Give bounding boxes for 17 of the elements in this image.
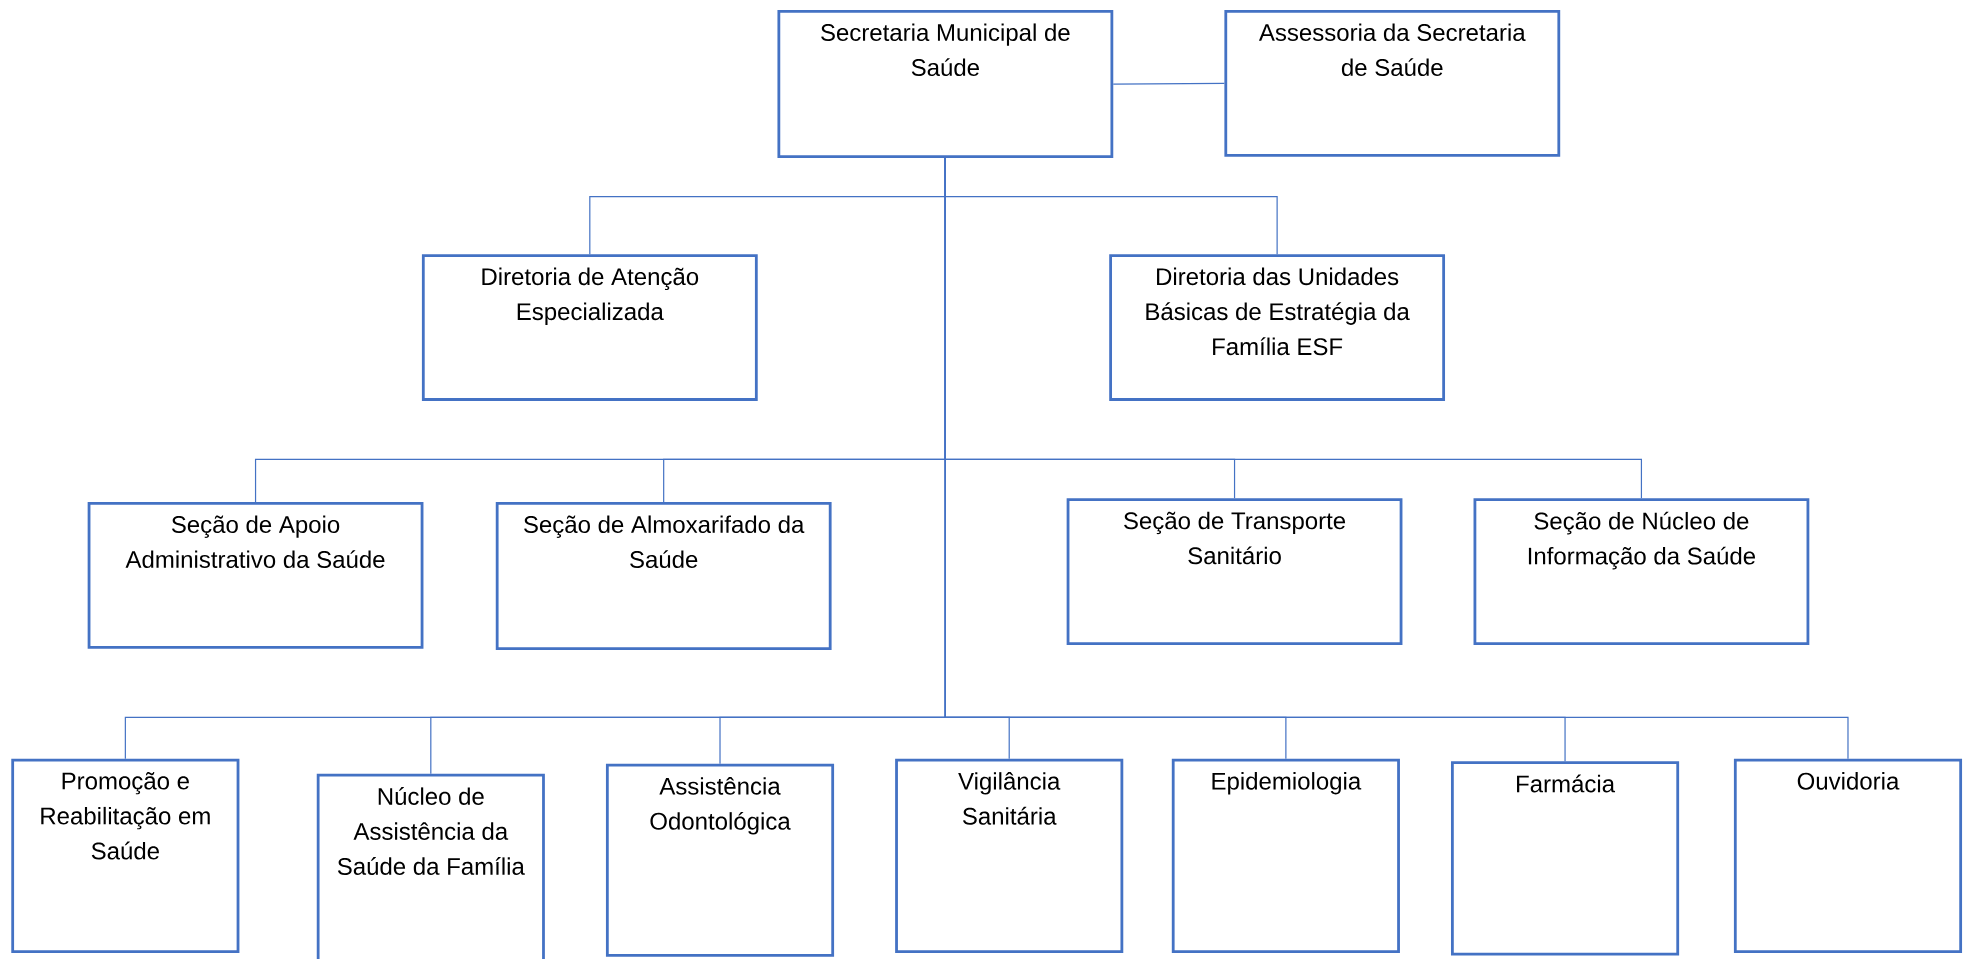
org-box: Assessoria da Secretaria de Saúde (1224, 10, 1561, 157)
org-box: Epidemiologia (1171, 758, 1400, 953)
org-box: Diretoria de Atenção Especializada (421, 254, 758, 401)
org-box: Seção de Almoxarifado da Saúde (495, 502, 832, 651)
connector-line (944, 157, 1849, 760)
org-box: Núcleo de Assistência da Saúde da Família (316, 773, 545, 959)
org-box: Seção de Núcleo de Informação da Saúde (1473, 498, 1810, 646)
org-box: Farmácia (1451, 761, 1680, 956)
org-box: Assistência Odontológica (605, 763, 835, 957)
org-box: Secretaria Municipal de Saúde (777, 10, 1114, 159)
org-box: Diretoria das Unidades Básicas de Estratégia da Família ESF (1109, 254, 1445, 401)
org-box: Seção de Apoio Administrativo da Saúde (87, 502, 424, 649)
org-box: Ouvidoria (1733, 758, 1963, 953)
org-box: Vigilância Sanitária (895, 758, 1124, 953)
org-box: Seção de Transporte Sanitário (1066, 498, 1403, 646)
org-box: Promoção e Reabilitação em Saúde (11, 758, 240, 953)
connector-line (1112, 82, 1225, 85)
